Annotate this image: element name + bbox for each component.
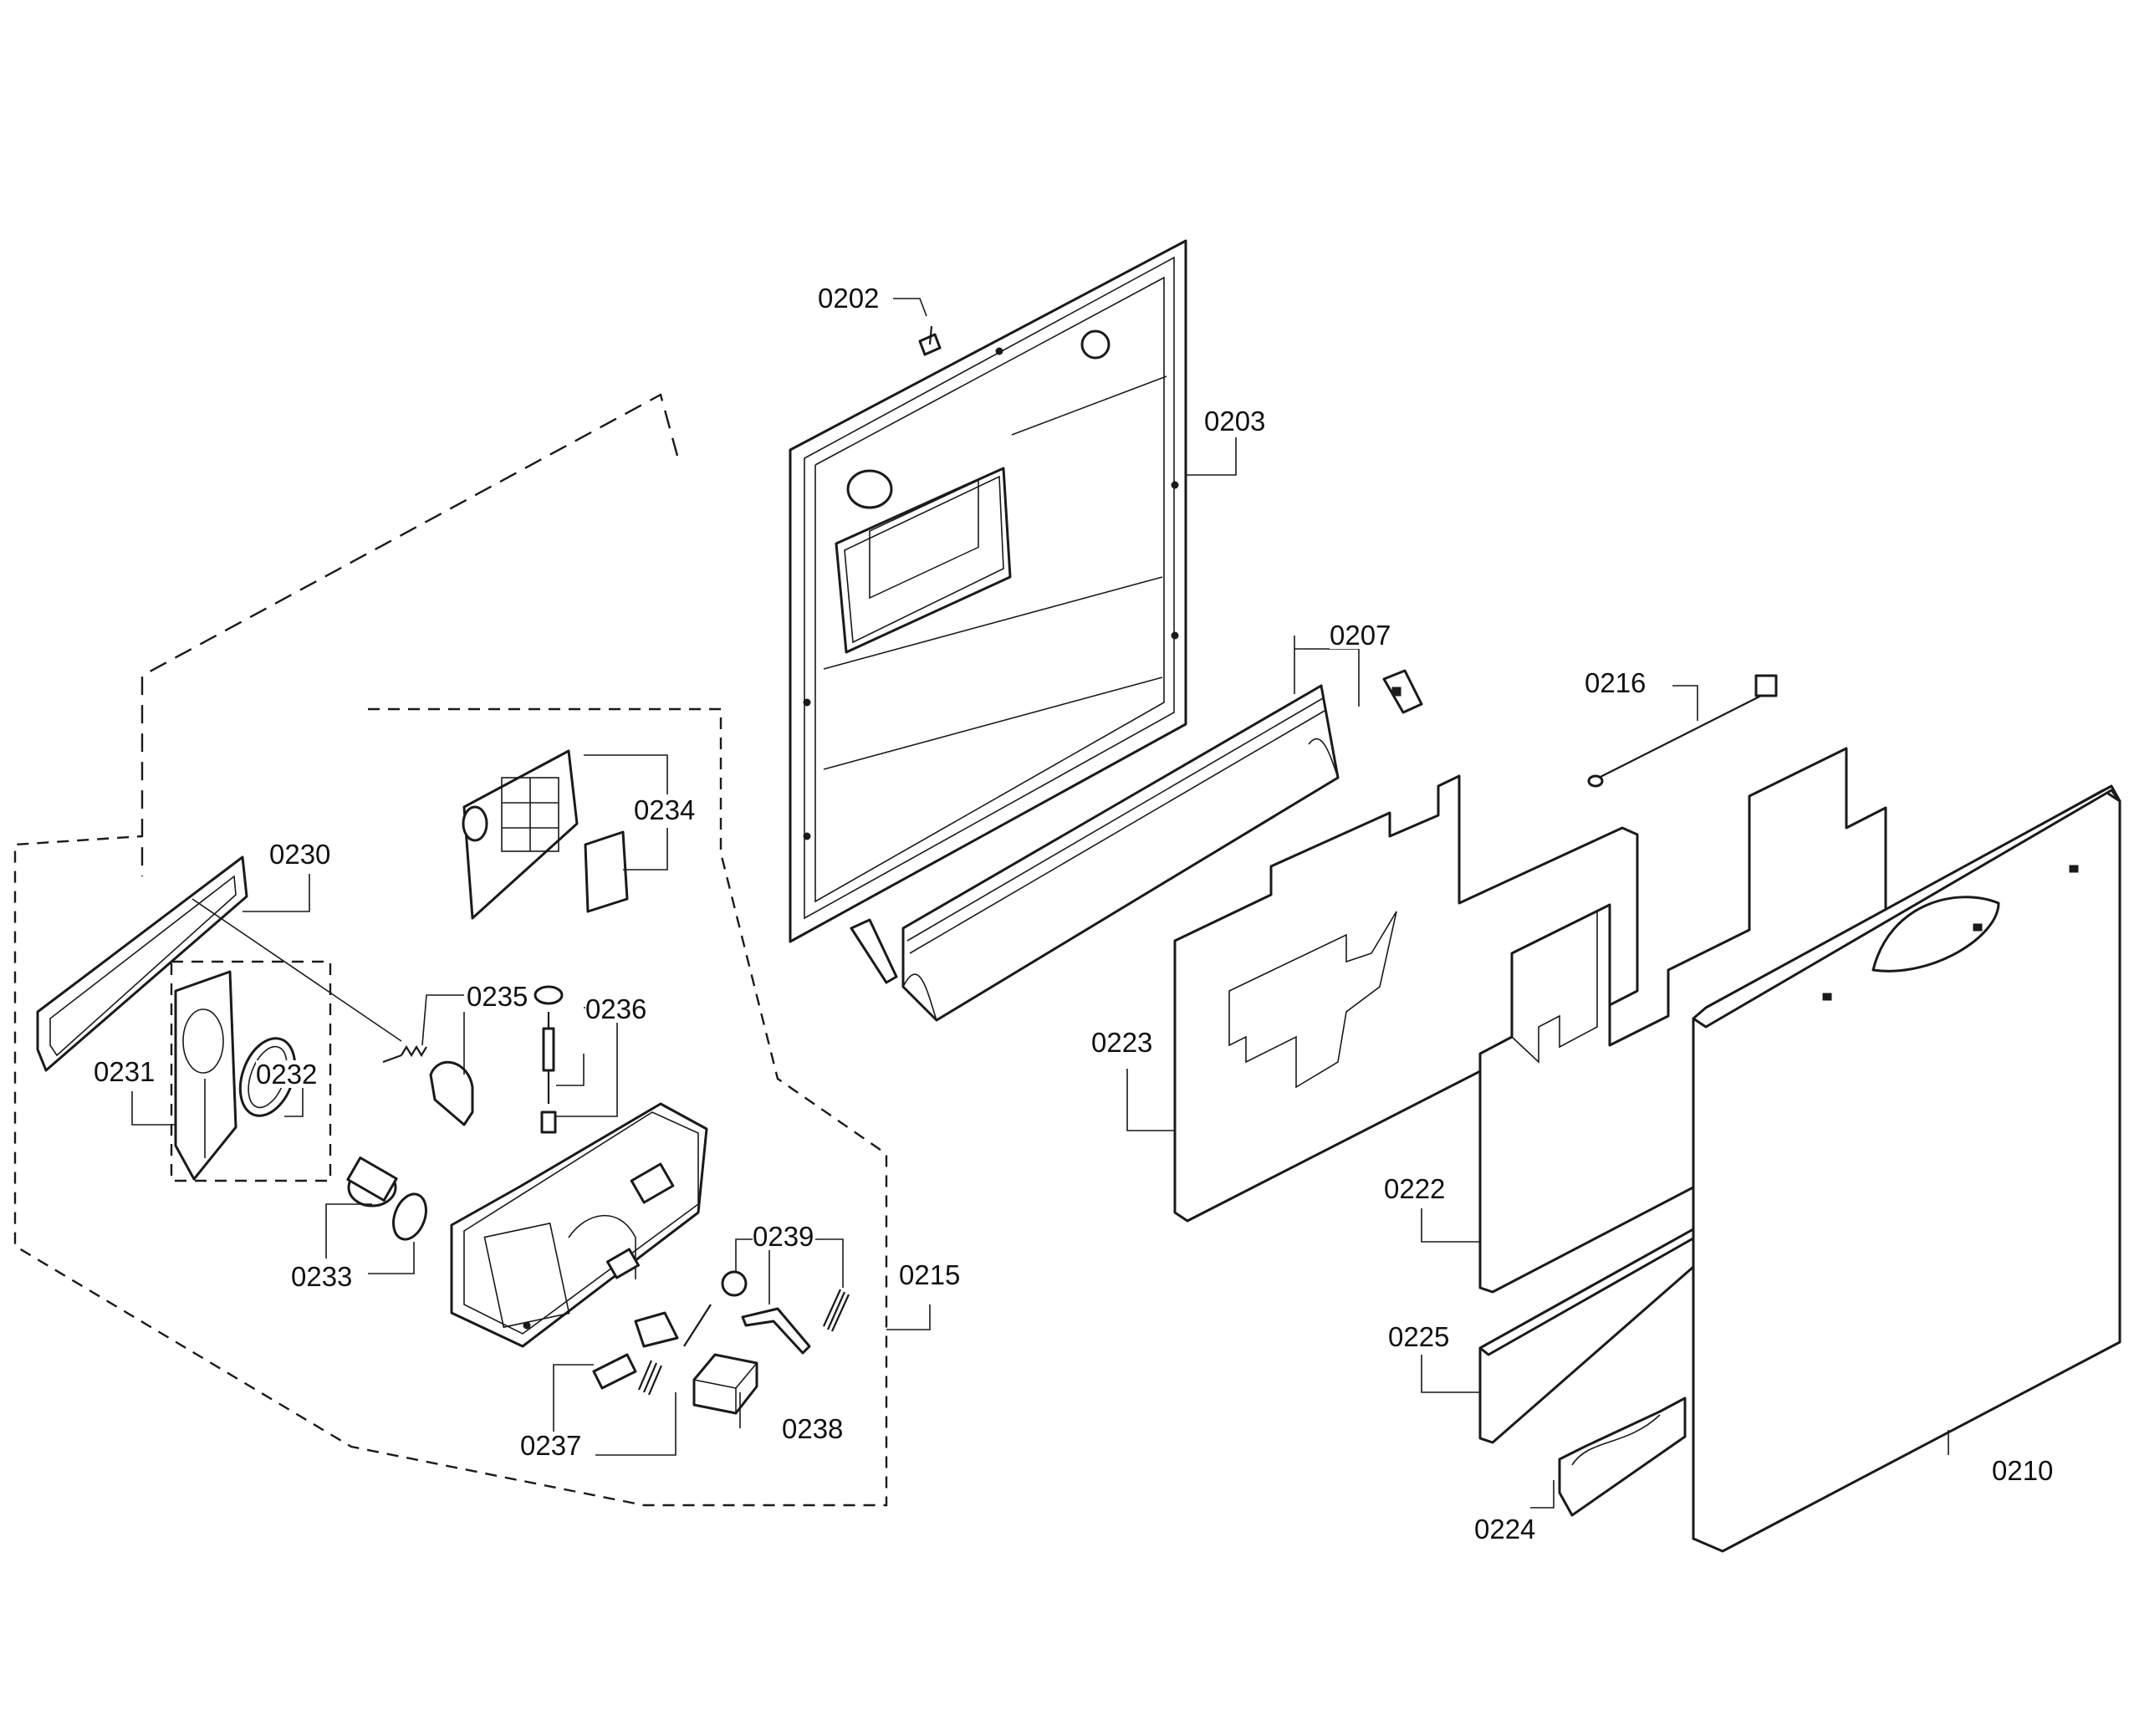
dispenser-body [450, 1102, 708, 1348]
label-0239: 0239 [753, 1221, 814, 1252]
dispenser-cap [346, 1156, 427, 1241]
bottom-trim [1558, 1396, 1687, 1517]
float-assembly [721, 1270, 850, 1355]
label-0238: 0238 [782, 1413, 844, 1444]
label-0224: 0224 [1474, 1514, 1536, 1545]
label-0202: 0202 [818, 283, 880, 314]
screw [918, 325, 942, 356]
rinse-aid-housing [462, 749, 579, 920]
solenoid [692, 1353, 758, 1415]
label-0210: 0210 [1992, 1455, 2054, 1486]
label-0216: 0216 [1585, 667, 1647, 698]
label-0223: 0223 [1091, 1027, 1153, 1058]
label-0203: 0203 [1204, 406, 1266, 437]
label-0215: 0215 [899, 1259, 961, 1290]
label-0230: 0230 [269, 839, 331, 870]
label-0235: 0235 [467, 981, 528, 1012]
label-0232: 0232 [256, 1059, 318, 1090]
spring-lever [382, 1044, 474, 1126]
label-0236: 0236 [585, 993, 647, 1024]
actuator-pin [534, 985, 564, 1134]
rinse-aid-cover [584, 830, 629, 913]
insulation-panel-front [1173, 774, 1639, 1223]
release-lever [592, 1304, 712, 1396]
label-0225: 0225 [1388, 1321, 1450, 1352]
inner-door-panel [789, 239, 1187, 943]
label-0237: 0237 [520, 1430, 582, 1461]
label-0233: 0233 [291, 1261, 353, 1292]
subassembly-box [170, 960, 332, 1182]
label-0207: 0207 [1330, 620, 1391, 651]
label-0222: 0222 [1384, 1173, 1446, 1204]
channel-bracket [850, 918, 898, 984]
cable [1587, 674, 1778, 788]
hinge-clip [1382, 669, 1423, 714]
dispenser-lid [174, 970, 237, 1181]
bottom-channel [901, 684, 1340, 1022]
gasket-leader [191, 898, 402, 1042]
label-0231: 0231 [94, 1056, 156, 1087]
assembly-boundary-outer [13, 393, 888, 1507]
label-0234: 0234 [634, 794, 696, 825]
gasket-frame [36, 855, 248, 1072]
outer-door-panel [1692, 784, 2121, 1553]
